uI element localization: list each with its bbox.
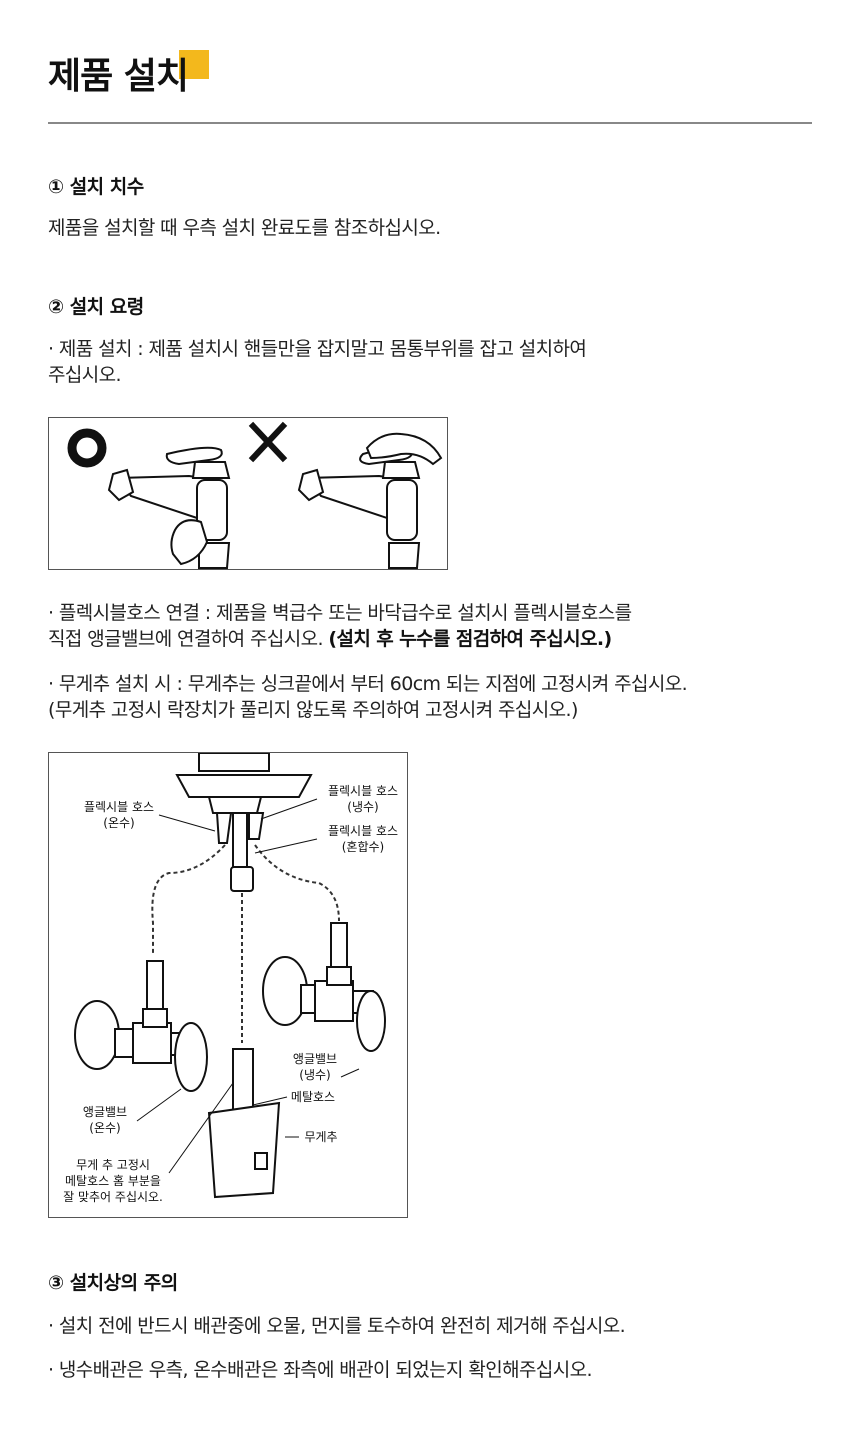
- hose-instruction-line1: · 플렉시블호스 연결 : 제품을 벽급수 또는 바닥급수로 설치시 플렉시블호…: [48, 602, 632, 624]
- section-3-heading: ③ 설치상의 주의: [48, 1272, 178, 1294]
- label-cold-valve-1: 앵글밸브: [293, 1052, 337, 1066]
- title-accent-mark: [179, 50, 209, 79]
- grip-diagram: [48, 417, 448, 570]
- diagram-labels: 플렉시블 호스 (온수) 플렉시블 호스 (냉수) 플렉시블 호스 (혼합수) …: [63, 784, 398, 1204]
- label-mix-hose-1: 플렉시블 호스: [328, 824, 398, 838]
- label-hot-valve-2: (온수): [89, 1121, 120, 1135]
- install-instruction-line1: · 제품 설치 : 제품 설치시 핸들만을 잡지말고 몸통부위를 잡고 설치하여: [48, 338, 587, 360]
- section-1-heading: ① 설치 치수: [48, 176, 144, 198]
- label-cold-hose-2: (냉수): [347, 800, 378, 814]
- hose-lines: [151, 844, 340, 1043]
- section-2-heading: ② 설치 요령: [48, 296, 144, 318]
- hot-angle-valve-illustration: [74, 960, 208, 1092]
- note-line-2: 메탈호스 홈 부분을: [65, 1174, 161, 1188]
- label-mix-hose-2: (혼합수): [342, 840, 384, 854]
- faucet-correct-illustration: [107, 446, 231, 569]
- wrong-mark-icon: [248, 421, 288, 463]
- label-cold-hose-1: 플렉시블 호스: [328, 784, 398, 798]
- correct-mark-icon: [67, 428, 107, 468]
- faucet-base-illustration: [175, 753, 313, 892]
- installation-diagram: 플렉시블 호스 (온수) 플렉시블 호스 (냉수) 플렉시블 호스 (혼합수) …: [48, 752, 408, 1218]
- weight-instruction-line1: · 무게추 설치 시 : 무게추는 싱크끝에서 부터 60cm 되는 지점에 고…: [48, 673, 688, 695]
- label-hot-valve-1: 앵글밸브: [83, 1105, 127, 1119]
- hose-instruction-line2: 직접 앵글밸브에 연결하여 주십시오. (설치 후 누수를 점검하여 주십시오.…: [48, 626, 812, 652]
- title-divider: [48, 122, 812, 124]
- caution-text-1: · 설치 전에 반드시 배관중에 오물, 먼지를 토수하여 완전히 제거해 주십…: [48, 1315, 626, 1337]
- note-line-3: 잘 맞추어 주십시오.: [63, 1190, 163, 1204]
- label-metal-hose: 메탈호스: [291, 1090, 335, 1104]
- label-hot-hose-2: (온수): [103, 816, 134, 830]
- label-weight: 무게추: [304, 1130, 337, 1144]
- faucet-wrong-illustration: [297, 432, 443, 569]
- cold-angle-valve-illustration: [262, 922, 386, 1052]
- install-instruction: · 제품 설치 : 제품 설치시 핸들만을 잡지말고 몸통부위를 잡고 설치하여…: [48, 336, 812, 388]
- weight-instruction: · 무게추 설치 시 : 무게추는 싱크끝에서 부터 60cm 되는 지점에 고…: [48, 671, 812, 723]
- hose-instruction-line2-plain: 직접 앵글밸브에 연결하여 주십시오.: [48, 628, 329, 650]
- title-block: 제품 설치: [48, 48, 209, 106]
- caution-text-2: · 냉수배관은 우측, 온수배관은 좌측에 배관이 되었는지 확인해주십시오.: [48, 1359, 593, 1381]
- label-cold-valve-2: (냉수): [299, 1068, 330, 1082]
- note-line-1: 무게 추 고정시: [76, 1158, 150, 1172]
- hose-instruction: · 플렉시블호스 연결 : 제품을 벽급수 또는 바닥급수로 설치시 플렉시블호…: [48, 600, 812, 652]
- page-title: 제품 설치: [48, 56, 189, 97]
- metal-hose-weight-illustration: [207, 1048, 281, 1199]
- weight-instruction-line2: (무게추 고정시 락장치가 풀리지 않도록 주의하여 고정시켜 주십시오.): [48, 699, 578, 721]
- section-1-text: 제품을 설치할 때 우측 설치 완료도를 참조하십시오.: [48, 217, 441, 239]
- install-instruction-line2: 주십시오.: [48, 364, 122, 386]
- label-hot-hose-1: 플렉시블 호스: [84, 800, 154, 814]
- hose-instruction-warning: (설치 후 누수를 점검하여 주십시오.): [328, 628, 612, 650]
